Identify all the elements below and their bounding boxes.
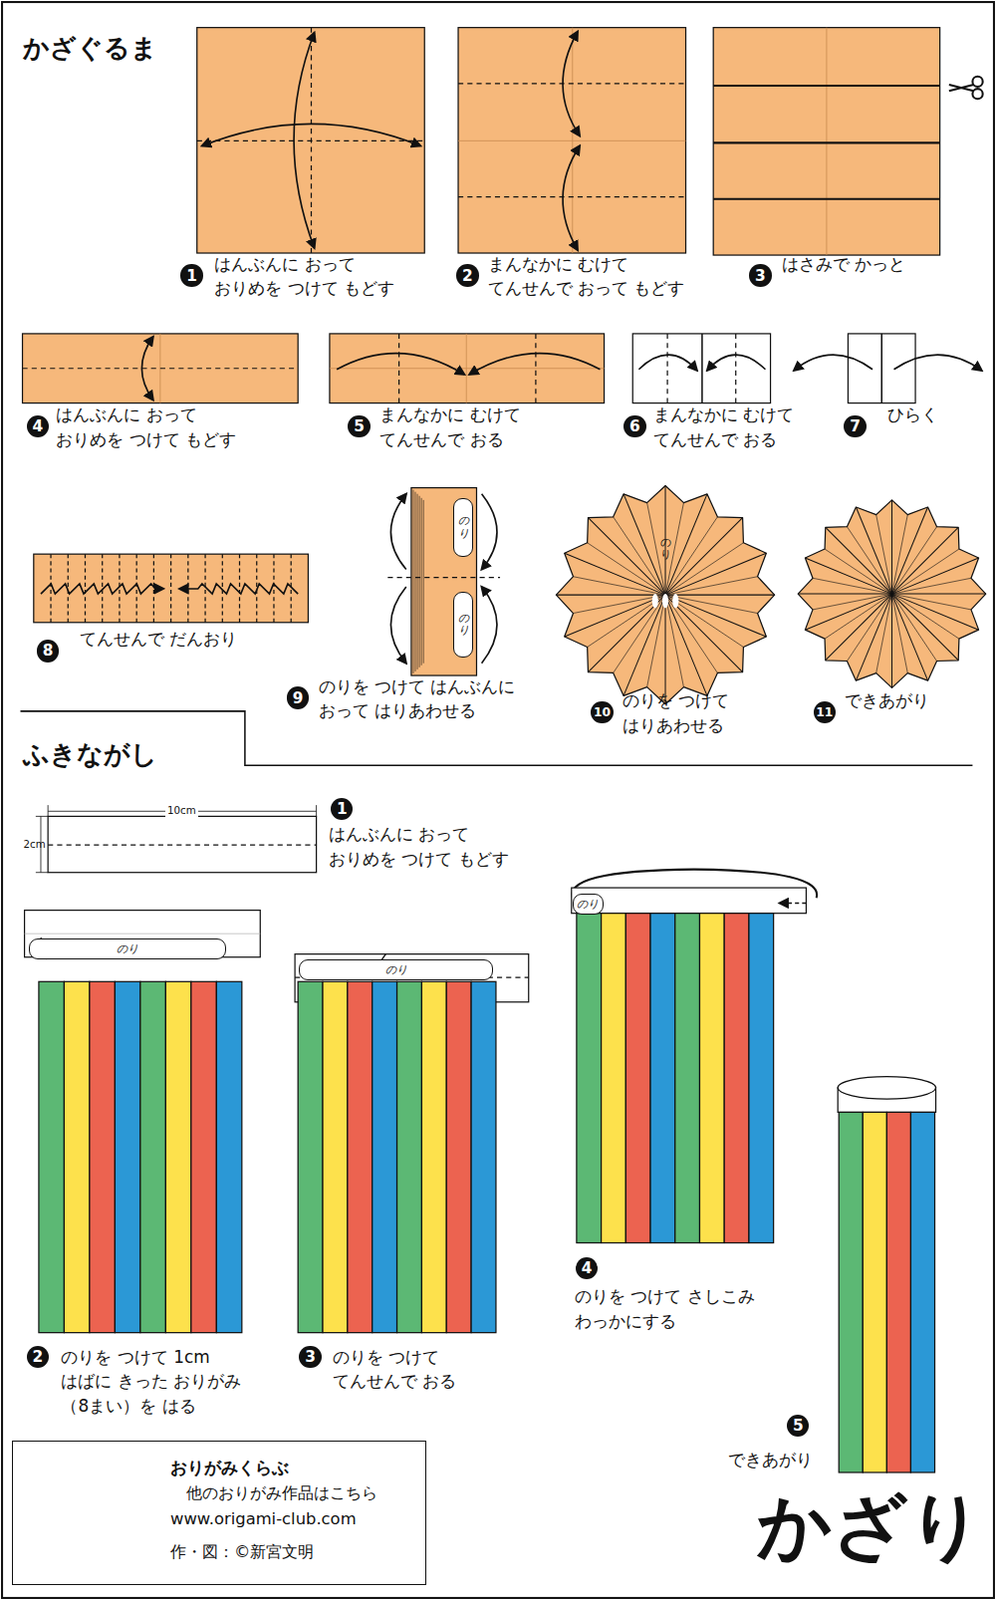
glue-label: のり bbox=[385, 962, 408, 978]
step-caption: のりを つけて さしこみ bbox=[574, 1286, 755, 1306]
glue-area: のり bbox=[298, 959, 494, 981]
glue-area: のり bbox=[453, 498, 474, 557]
step-caption: おって はりあわせる bbox=[318, 701, 477, 721]
step-caption: （8まい）を はる bbox=[60, 1396, 196, 1416]
callout-number: 1 bbox=[330, 797, 354, 821]
step-caption: はりあわせる bbox=[622, 716, 725, 736]
credit-text: www.origami-club.com bbox=[170, 1508, 357, 1528]
step-caption: まんなかに むけて bbox=[379, 405, 520, 425]
step-caption: おりめを つけて もどす bbox=[214, 278, 395, 298]
step-caption: まんなかに むけて bbox=[653, 405, 794, 425]
step-caption: てんせんで おる bbox=[379, 430, 503, 450]
step-caption: はさみで かっと bbox=[781, 254, 906, 274]
callout-number: 7 bbox=[843, 415, 867, 439]
callout-number: 11 bbox=[813, 701, 837, 725]
step-caption: のりを つけて bbox=[332, 1347, 440, 1367]
section-heading: ふきながし bbox=[22, 740, 158, 769]
step-caption: てんせんで だんおり bbox=[79, 629, 238, 649]
step-caption: てんせんで おって もどす bbox=[488, 278, 686, 298]
step-caption: のりを つけて はんぶんに bbox=[318, 677, 516, 697]
callout-number: 2 bbox=[26, 1345, 50, 1369]
callout-number: 3 bbox=[298, 1345, 322, 1369]
callout-number: 3 bbox=[748, 263, 772, 287]
callout-number: 4 bbox=[575, 1256, 599, 1280]
step-caption: まんなかに むけて bbox=[488, 254, 629, 274]
glue-label: のり bbox=[576, 896, 599, 912]
step-caption: てんせんで おる bbox=[653, 430, 777, 450]
step-caption: はんぶんに おって bbox=[214, 254, 355, 274]
dimension: 10cm bbox=[165, 804, 199, 817]
callout-number: 10 bbox=[590, 701, 614, 725]
page-title: かざり bbox=[756, 1484, 985, 1569]
glue-area: のり bbox=[28, 938, 228, 960]
section-heading: かざぐるま bbox=[22, 33, 158, 63]
callout-number: 6 bbox=[623, 415, 647, 439]
callout-number: 9 bbox=[286, 686, 310, 710]
step-caption: てんせんで おる bbox=[332, 1371, 457, 1391]
step-caption: はんぶんに おって bbox=[55, 405, 197, 425]
step-caption: はんぶんに おって bbox=[328, 824, 470, 844]
glue-label: のり bbox=[458, 514, 470, 539]
callout-number: 1 bbox=[180, 263, 204, 287]
glue-label: のり bbox=[458, 612, 470, 637]
glue-area: のり bbox=[572, 893, 604, 915]
callout-number: 5 bbox=[347, 415, 371, 439]
callout-number: 2 bbox=[456, 263, 480, 287]
callout-number: 8 bbox=[36, 639, 60, 663]
glue-area: のり bbox=[453, 591, 474, 658]
glue-mark: のり bbox=[660, 536, 672, 561]
step-caption: のりを つけて 1cm bbox=[60, 1347, 210, 1367]
step-caption: おりめを つけて もどす bbox=[55, 430, 237, 450]
step-caption: ひらく bbox=[887, 405, 939, 425]
step-caption: のりを つけて bbox=[622, 691, 730, 711]
credit-text: おりがみくらぶ bbox=[170, 1456, 289, 1480]
step-caption: おりめを つけて もどす bbox=[328, 849, 509, 869]
glue-label: のり bbox=[116, 941, 139, 957]
step-caption: できあがり bbox=[728, 1450, 813, 1470]
callout-number: 5 bbox=[786, 1414, 810, 1438]
callout-number: 4 bbox=[26, 415, 50, 439]
credit-box: おりがみくらぶ他のおりがみ作品はこちら www.origami-club.com 作… bbox=[11, 1440, 427, 1584]
credit-text: 他のおりがみ作品はこちら bbox=[186, 1482, 378, 1504]
step-caption: 2cm bbox=[23, 838, 46, 851]
step-caption: わっかにする bbox=[574, 1311, 677, 1331]
step-caption: はばに きった おりがみ bbox=[60, 1371, 242, 1391]
credit-text: 作・図：©新宮文明 bbox=[170, 1540, 314, 1563]
step-caption: できあがり bbox=[844, 691, 930, 711]
